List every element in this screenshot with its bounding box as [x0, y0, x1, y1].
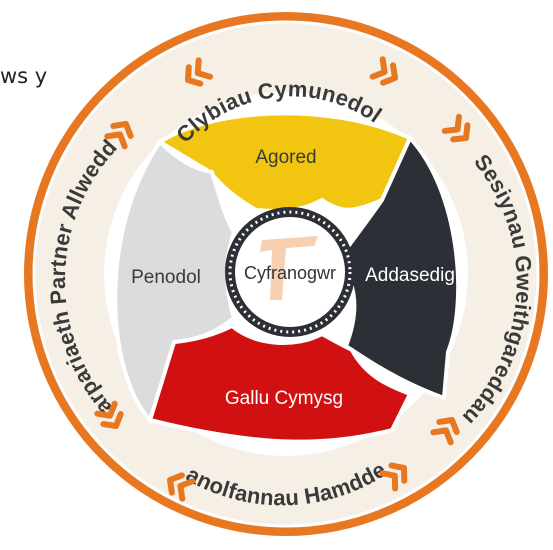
center-beaded-ring [228, 210, 352, 334]
double-chevron-icon [441, 113, 471, 143]
center-label: Cyfranogwr [244, 263, 336, 283]
double-chevron-icon [104, 121, 134, 150]
segment-agored[interactable] [156, 111, 413, 213]
outer-ring-inner-line [32, 20, 540, 528]
double-chevron-icon [379, 462, 408, 492]
double-chevron-icon [369, 56, 398, 86]
center-disk [238, 220, 342, 324]
segment-label-gallu-cymysg: Gallu Cymysg [225, 388, 343, 409]
segment-gallu-cymysg[interactable] [147, 323, 413, 444]
double-chevron-icon [167, 472, 196, 502]
segment-label-penodol: Penodol [131, 267, 201, 288]
segment-penodol[interactable] [113, 138, 237, 424]
watermark-logo-icon [260, 236, 318, 300]
segment-label-agored: Agored [255, 147, 316, 168]
segment-label-addasedig: Addasedig [365, 265, 455, 286]
double-chevron-icon [185, 57, 214, 87]
partial-caption-text: ws y [0, 64, 48, 88]
double-chevron-icon [94, 400, 124, 429]
double-chevron-icon [430, 417, 460, 446]
